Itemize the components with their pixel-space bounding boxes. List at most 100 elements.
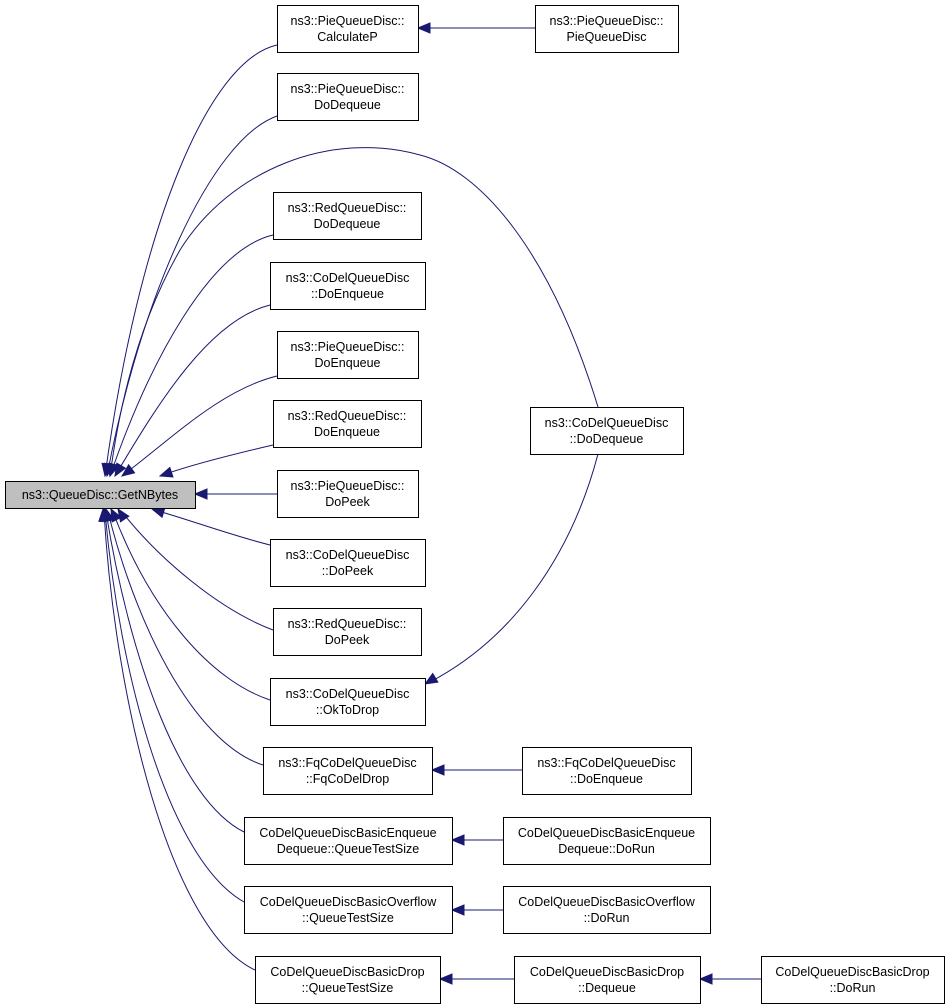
- edge-line: [106, 115, 278, 477]
- node-label-line: ns3::RedQueueDisc::: [288, 409, 407, 423]
- arrowhead-icon: [158, 466, 174, 478]
- node-label-line: ::DoDequeue: [570, 432, 644, 446]
- node-label-line: PieQueueDisc: [567, 30, 647, 44]
- edge-codel_enq-to-root: [114, 304, 271, 478]
- arrowhead-icon: [416, 22, 431, 34]
- edge-line: [159, 444, 274, 477]
- edge-test_drop_size-to-root: [98, 507, 256, 971]
- node-label-line: ns3::PieQueueDisc::: [291, 14, 405, 28]
- node-box: [273, 192, 422, 240]
- arrowhead-icon: [117, 507, 130, 523]
- function-node-codel_enq[interactable]: ns3::CoDelQueueDisc::DoEnqueue: [270, 262, 426, 310]
- node-box: [273, 400, 422, 448]
- arrowhead-icon: [450, 834, 465, 846]
- edge-pie_calcp-to-root: [101, 44, 278, 478]
- edge-line: [109, 234, 274, 477]
- function-node-fq_enq[interactable]: ns3::FqCoDelQueueDisc::DoEnqueue: [522, 747, 692, 795]
- arrowhead-icon: [698, 973, 713, 985]
- arrowhead-icon: [150, 507, 166, 519]
- arrowhead-icon: [120, 463, 136, 477]
- function-node-test_overflow_size[interactable]: CoDelQueueDiscBasicOverflow::QueueTestSi…: [244, 886, 453, 934]
- node-label-line: DoPeek: [325, 495, 370, 509]
- edge-test_overflow_run-to-test_overflow_size: [450, 904, 503, 916]
- node-box: [263, 747, 433, 795]
- edge-line: [104, 511, 245, 903]
- function-node-pie_calcp[interactable]: ns3::PieQueueDisc::CalculateP: [277, 5, 419, 53]
- node-label-line: ns3::PieQueueDisc::: [550, 14, 664, 28]
- edge-test_overflow_size-to-root: [99, 507, 245, 903]
- function-node-test_drop_size[interactable]: CoDelQueueDiscBasicDrop::QueueTestSize: [255, 956, 441, 1004]
- node-label-line: ::Dequeue: [578, 981, 636, 995]
- node-label-line: Dequeue::DoRun: [558, 842, 655, 856]
- arrowhead-icon: [98, 507, 110, 522]
- edge-red_enq-to-root: [158, 444, 274, 478]
- edge-test_drop_run-to-test_drop_deq: [698, 973, 761, 985]
- function-node-pie_deq[interactable]: ns3::PieQueueDisc::DoDequeue: [277, 73, 419, 121]
- function-node-pie_peek[interactable]: ns3::PieQueueDisc::DoPeek: [277, 470, 419, 518]
- edge-codel_peek-to-root: [150, 507, 271, 546]
- node-label-line: ns3::CoDelQueueDisc: [286, 548, 410, 562]
- edges-layer: [98, 22, 761, 985]
- function-node-test_drop_run[interactable]: CoDelQueueDiscBasicDrop::DoRun: [761, 956, 945, 1004]
- node-label-line: ::DoRun: [584, 911, 630, 925]
- node-box: [244, 886, 453, 934]
- function-node-fq_drop[interactable]: ns3::FqCoDelQueueDisc::FqCoDelDrop: [263, 747, 433, 795]
- node-label-line: ns3::FqCoDelQueueDisc: [537, 756, 675, 770]
- node-label-line: ns3::PieQueueDisc::: [291, 82, 405, 96]
- node-label-line: CoDelQueueDiscBasicOverflow: [518, 895, 695, 909]
- node-label-line: ::QueueTestSize: [302, 981, 394, 995]
- edge-pie_peek-to-root: [193, 488, 277, 500]
- node-label-line: CalculateP: [317, 30, 377, 44]
- function-node-pie_enq[interactable]: ns3::PieQueueDisc::DoEnqueue: [277, 331, 419, 379]
- edge-line: [121, 511, 274, 631]
- node-label-line: ns3::PieQueueDisc::: [291, 479, 405, 493]
- node-label-line: CoDelQueueDiscBasicDrop: [270, 965, 424, 979]
- node-label-line: ::DoPeek: [322, 564, 374, 578]
- node-box: [277, 331, 419, 379]
- node-label-line: CoDelQueueDiscBasicDrop: [530, 965, 684, 979]
- node-label-line: ns3::CoDelQueueDisc: [286, 271, 410, 285]
- node-label-line: DoDequeue: [314, 98, 381, 112]
- function-node-codel_peek[interactable]: ns3::CoDelQueueDisc::DoPeek: [270, 539, 426, 587]
- node-box: [270, 539, 426, 587]
- node-box: [761, 956, 945, 1004]
- arrowhead-icon: [430, 764, 445, 776]
- node-label-line: ::DoEnqueue: [570, 772, 643, 786]
- edge-pie_enq-to-root: [120, 375, 278, 477]
- node-label-line: ns3::PieQueueDisc::: [291, 340, 405, 354]
- function-node-red_peek[interactable]: ns3::RedQueueDisc::DoPeek: [273, 608, 422, 656]
- function-node-red_deq[interactable]: ns3::RedQueueDisc::DoDequeue: [273, 192, 422, 240]
- function-node-red_enq[interactable]: ns3::RedQueueDisc::DoEnqueue: [273, 400, 422, 448]
- edge-line: [107, 511, 264, 766]
- function-node-test_overflow_run[interactable]: CoDelQueueDiscBasicOverflow::DoRun: [503, 886, 711, 934]
- edge-pie_ctor-to-pie_calcp: [416, 22, 535, 34]
- node-label-line: ns3::RedQueueDisc::: [288, 201, 407, 215]
- edge-line: [109, 147, 599, 477]
- node-box: [503, 886, 711, 934]
- node-box: [522, 747, 692, 795]
- node-label-line: ::QueueTestSize: [302, 911, 394, 925]
- edge-line: [112, 511, 271, 701]
- node-box: [530, 407, 684, 455]
- arrowhead-icon: [450, 904, 465, 916]
- edge-line: [105, 511, 245, 833]
- arrowhead-icon: [193, 488, 208, 500]
- function-node-test_drop_deq[interactable]: CoDelQueueDiscBasicDrop::Dequeue: [514, 956, 701, 1004]
- function-node-pie_ctor[interactable]: ns3::PieQueueDisc::PieQueueDisc: [535, 5, 679, 53]
- node-box: [277, 73, 419, 121]
- edge-red_deq-to-root: [108, 234, 274, 478]
- node-label-line: ::FqCoDelDrop: [306, 772, 389, 786]
- root-node-root[interactable]: ns3::QueueDisc::GetNBytes: [5, 481, 196, 509]
- node-label-line: Dequeue::QueueTestSize: [277, 842, 420, 856]
- function-node-codel_oktodrop[interactable]: ns3::CoDelQueueDisc::OkToDrop: [270, 678, 426, 726]
- node-label-line: ns3::CoDelQueueDisc: [286, 687, 410, 701]
- node-label-line: DoEnqueue: [314, 425, 380, 439]
- node-label-line: ns3::QueueDisc::GetNBytes: [22, 488, 178, 502]
- edge-fq_enq-to-fq_drop: [430, 764, 522, 776]
- edge-codel_deq-to-codel_oktodrop: [423, 453, 599, 685]
- node-label-line: DoEnqueue: [314, 356, 380, 370]
- node-box: [277, 470, 419, 518]
- function-node-codel_deq[interactable]: ns3::CoDelQueueDisc::DoDequeue: [530, 407, 684, 455]
- function-node-test_enqdeq_size[interactable]: CoDelQueueDiscBasicEnqueueDequeue::Queue…: [244, 817, 453, 865]
